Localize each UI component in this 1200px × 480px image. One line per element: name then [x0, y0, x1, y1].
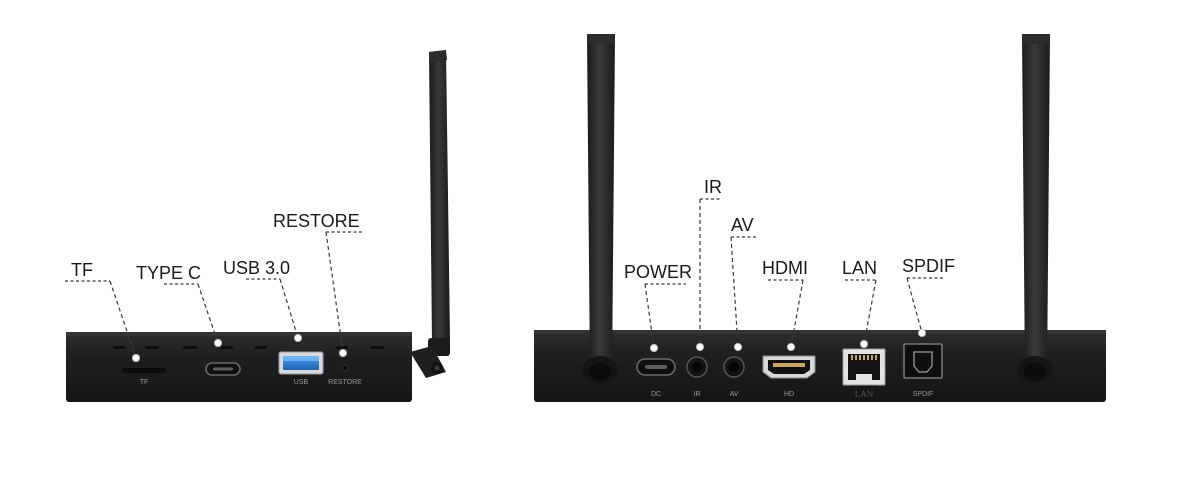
- callout-label-restore: RESTORE: [273, 211, 360, 231]
- callout-label-type-c: TYPE C: [136, 263, 201, 283]
- vent-slots: [113, 346, 384, 349]
- right-box-body: [534, 330, 1106, 402]
- callout-label-hdmi: HDMI: [762, 258, 808, 278]
- callout-label-av: AV: [731, 215, 754, 235]
- dc-print-label: DC: [651, 391, 661, 398]
- callout-tf: TF: [65, 260, 140, 362]
- ir-print-label: IR: [694, 391, 701, 398]
- callout-dot-lan: [860, 340, 868, 348]
- av-print-label: AV: [730, 391, 739, 398]
- callout-dot-av: [734, 343, 742, 351]
- callout-type-c: TYPE C: [136, 263, 222, 347]
- tf-print-label: TF: [140, 379, 149, 386]
- hdmi-port-icon: [762, 355, 816, 379]
- lan-print-label: LAN: [855, 389, 874, 399]
- callout-label-usb: USB 3.0: [223, 258, 290, 278]
- callout-spdif: SPDIF: [902, 256, 955, 337]
- callout-label-tf: TF: [71, 260, 93, 280]
- optical-port-icon: [903, 343, 943, 379]
- callout-dot-hdmi: [787, 343, 795, 351]
- usb-c-port-icon: [205, 362, 241, 376]
- callout-label-power: POWER: [624, 262, 692, 282]
- callout-label-lan: LAN: [842, 258, 877, 278]
- callout-label-ir: IR: [704, 177, 722, 197]
- callout-dot-type-c: [214, 339, 222, 347]
- spdif-print-label: SPDIF: [913, 391, 934, 398]
- sd-slot-icon: [122, 368, 166, 373]
- callout-restore: RESTORE: [273, 211, 364, 357]
- callout-dot-restore: [339, 349, 347, 357]
- restore-pinhole: [342, 365, 348, 371]
- usb-port-icon: [278, 351, 324, 375]
- audio-jack-icon: [686, 356, 708, 378]
- callout-dot-ir: [696, 343, 704, 351]
- callout-hdmi: HDMI: [762, 258, 808, 351]
- callout-dot-spdif: [918, 329, 926, 337]
- callout-lan: LAN: [842, 258, 877, 348]
- antenna-icon: [582, 34, 618, 384]
- callout-label-spdif: SPDIF: [902, 256, 955, 276]
- left-device: TF USB RESTORE TF TYPE C: [65, 50, 450, 402]
- callout-usb: USB 3.0: [223, 258, 302, 342]
- callout-ir: IR: [696, 177, 722, 351]
- audio-jack-icon: [723, 356, 745, 378]
- hd-print-label: HD: [784, 391, 794, 398]
- callout-dot-tf: [132, 354, 140, 362]
- right-device: DC IR AV HD: [534, 34, 1106, 402]
- callout-power: POWER: [624, 262, 692, 352]
- antenna-icon: [1017, 34, 1053, 384]
- callout-dot-power: [650, 344, 658, 352]
- dc-jack-icon: [636, 358, 676, 376]
- restore-print-label: RESTORE: [328, 379, 362, 386]
- callout-dot-usb: [294, 334, 302, 342]
- usb-print-label: USB: [294, 379, 309, 386]
- antenna-icon: [410, 50, 450, 378]
- callout-av: AV: [730, 215, 756, 351]
- ethernet-port-icon: [842, 348, 886, 386]
